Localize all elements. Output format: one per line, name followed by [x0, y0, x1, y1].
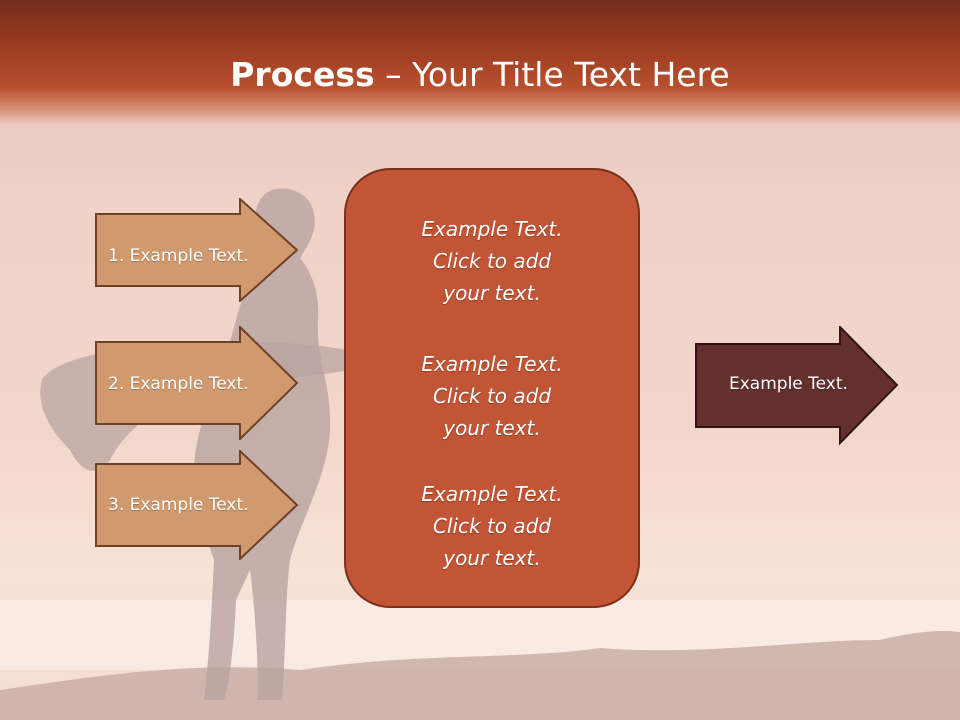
step-label-1: 1. Example Text.: [108, 246, 249, 266]
page-title: Process – Your Title Text Here: [0, 54, 960, 96]
center-text-3-line2: Click to add: [432, 514, 552, 538]
hill-silhouette: [0, 630, 960, 720]
center-text-block-1: Example Text. Click to add your text.: [344, 213, 640, 309]
title-banner: [0, 0, 960, 125]
center-text-2-line3: your text.: [443, 416, 541, 440]
center-text-block-3: Example Text. Click to add your text.: [344, 478, 640, 574]
step-label-3: 3. Example Text.: [108, 495, 249, 515]
title-rest: – Your Title Text Here: [374, 55, 730, 94]
surfer-silhouette: [194, 188, 331, 701]
center-text-1-line3: your text.: [443, 281, 541, 305]
step-arrow-1[interactable]: [95, 198, 301, 302]
output-arrow[interactable]: [695, 326, 901, 446]
output-label: Example Text.: [729, 374, 848, 394]
step-arrow-2[interactable]: [95, 326, 301, 440]
center-text-3-line1: Example Text.: [421, 482, 563, 506]
center-text-3-line3: your text.: [443, 546, 541, 570]
center-text-2-line1: Example Text.: [421, 352, 563, 376]
title-bold: Process: [230, 55, 375, 94]
step-label-2: 2. Example Text.: [108, 374, 249, 394]
center-content-box[interactable]: [344, 168, 640, 608]
center-text-1-line2: Click to add: [432, 249, 552, 273]
step-arrow-3[interactable]: [95, 450, 301, 560]
center-text-2-line2: Click to add: [432, 384, 552, 408]
center-text-block-2: Example Text. Click to add your text.: [344, 348, 640, 444]
center-text-1-line1: Example Text.: [421, 217, 563, 241]
